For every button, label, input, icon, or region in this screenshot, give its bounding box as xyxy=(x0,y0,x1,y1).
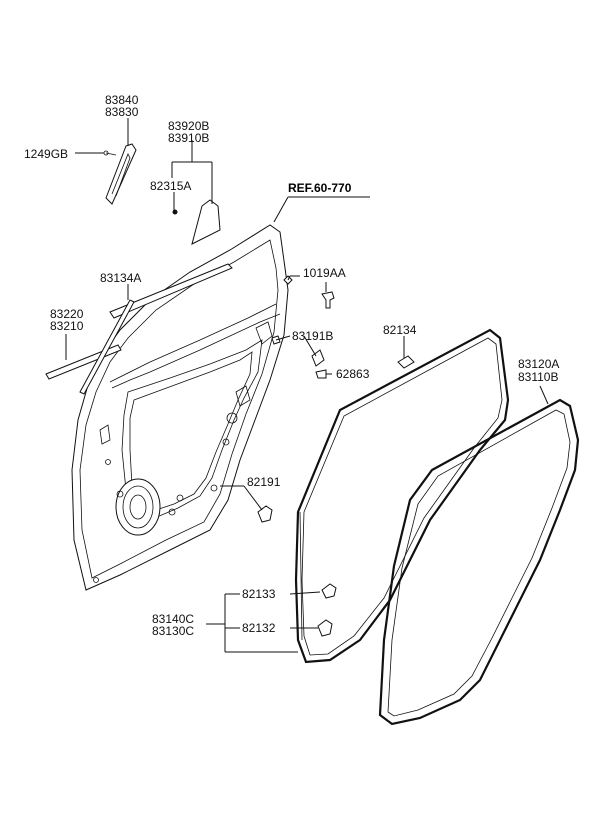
leader-lines xyxy=(65,118,549,653)
delta-molding xyxy=(103,143,137,205)
reference-label: REF.60-770 xyxy=(288,181,352,195)
door-panel xyxy=(71,224,289,591)
label-83910B: 83910B xyxy=(168,131,209,145)
hardware-parts xyxy=(257,275,415,637)
glass-run-channel xyxy=(294,328,510,664)
belt-weatherstrip xyxy=(45,263,233,395)
label-83110B: 83110B xyxy=(518,370,558,384)
label-82133: 82133 xyxy=(242,587,276,601)
label-62863: 62863 xyxy=(336,367,370,381)
label-83830: 83830 xyxy=(105,105,139,119)
label-83840: 83840 xyxy=(105,93,139,107)
label-1249GB: 1249GB xyxy=(24,147,68,161)
label-82132: 82132 xyxy=(242,621,276,635)
label-83191B: 83191B xyxy=(292,329,333,343)
label-82134: 82134 xyxy=(383,323,417,337)
label-83134A: 83134A xyxy=(100,271,141,285)
label-82315A: 82315A xyxy=(150,179,191,193)
label-83130C: 83130C xyxy=(152,624,194,638)
label-83120A: 83120A xyxy=(518,357,559,371)
label-83920B: 83920B xyxy=(168,119,209,133)
part-number-labels: 83840 83830 1249GB 83920B 83910B 82315A … xyxy=(24,93,559,638)
label-83140C: 83140C xyxy=(152,612,194,626)
corner-garnish xyxy=(172,199,221,245)
door-opening-weatherstrip xyxy=(378,398,580,726)
label-82191: 82191 xyxy=(247,475,281,489)
label-1019AA: 1019AA xyxy=(303,266,346,280)
label-83210: 83210 xyxy=(50,319,84,333)
label-83220: 83220 xyxy=(50,307,84,321)
